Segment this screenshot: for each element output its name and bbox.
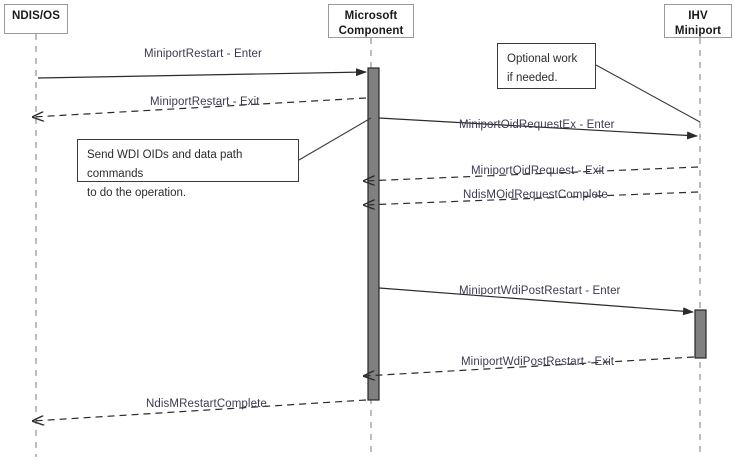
message-arrows-group bbox=[33, 68, 699, 421]
ihv-activation bbox=[694, 309, 707, 359]
lifeline-header-ihv-line2: Miniport bbox=[674, 25, 722, 37]
lifeline-header-ndis-label: NDIS/OS bbox=[12, 10, 60, 22]
send-wdi-oids-note-line1: Send WDI OIDs and data path commands bbox=[87, 149, 243, 180]
message-arrow-miniport-restart-exit[interactable] bbox=[33, 97, 367, 117]
lifeline-header-ndis[interactable]: NDIS/OS bbox=[4, 4, 68, 34]
lifeline-header-ihv-line1: IHV bbox=[688, 10, 708, 22]
note-connectors-group bbox=[298, 64, 701, 161]
message-label-miniport-restart-exit: MiniportRestart - Exit bbox=[150, 96, 260, 108]
lifeline-header-microsoft-line2: Component bbox=[338, 25, 404, 37]
message-label-miniport-wdi-post-restart-exit: MiniportWdiPostRestart - Exit bbox=[461, 356, 615, 368]
message-label-miniport-wdi-post-restart-enter: MiniportWdiPostRestart - Enter bbox=[459, 285, 621, 297]
message-label-ndis-m-restart-complete: NdisMRestartComplete bbox=[146, 398, 267, 410]
message-label-miniport-oid-request-exit: MiniportOidRequest - Exit bbox=[471, 165, 605, 177]
message-label-ndis-moid-request-complete: NdisMOidRequestComplete bbox=[463, 189, 608, 201]
message-label-miniport-restart-enter: MiniportRestart - Enter bbox=[144, 48, 262, 60]
activation-bars-group bbox=[367, 67, 707, 401]
optional-work-note-line2: if needed. bbox=[507, 72, 558, 84]
optional-work-note: Optional work if needed. bbox=[497, 43, 596, 89]
optional-work-note-connector bbox=[595, 64, 701, 123]
message-arrow-miniport-oid-request-ex-enter[interactable] bbox=[378, 117, 698, 140]
message-arrow-ndis-moid-request-complete[interactable] bbox=[364, 191, 699, 205]
message-arrow-miniport-oid-request-exit[interactable] bbox=[364, 166, 699, 181]
message-arrow-ndis-m-restart-complete[interactable] bbox=[33, 399, 367, 421]
lifeline-header-microsoft-line1: Microsoft bbox=[344, 10, 398, 22]
lifeline-header-ihv[interactable]: IHV Miniport bbox=[664, 4, 732, 38]
message-arrow-miniport-wdi-post-restart-enter[interactable] bbox=[378, 287, 694, 316]
send-wdi-oids-note: Send WDI OIDs and data path commands to d… bbox=[77, 139, 299, 199]
send-wdi-oids-note-connector bbox=[298, 117, 372, 161]
message-label-miniport-oid-request-ex-enter: MiniportOidRequestEx - Enter bbox=[459, 119, 615, 131]
microsoft-activation bbox=[367, 67, 380, 401]
message-arrow-miniport-restart-enter[interactable] bbox=[37, 68, 367, 79]
optional-work-note-line1: Optional work bbox=[507, 53, 578, 65]
send-wdi-oids-note-line2: to do the operation. bbox=[87, 187, 187, 199]
